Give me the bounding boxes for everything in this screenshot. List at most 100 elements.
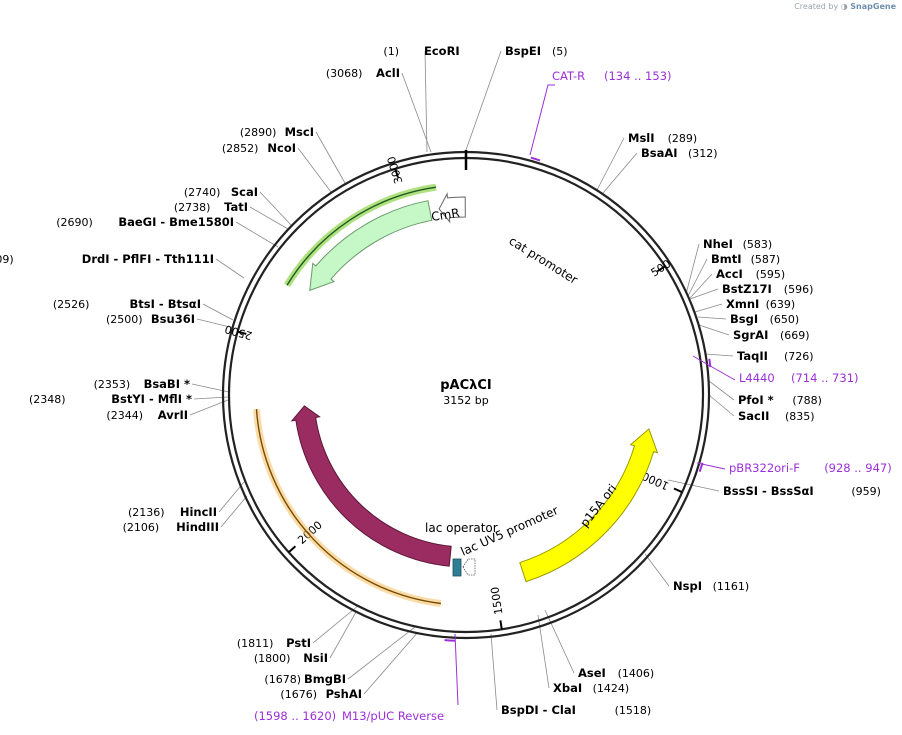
leader-line [401, 72, 432, 153]
leader-line [685, 243, 700, 295]
enzyme-name: BstYI - MflI * [111, 392, 192, 406]
leader-line [196, 318, 235, 329]
enzyme-name: EcoRI [424, 44, 460, 58]
enzyme-pos: (2740) [184, 186, 221, 199]
enzyme-pos: (1676) [280, 688, 317, 701]
primer-name: L4440 [739, 371, 775, 385]
leader-line [312, 604, 360, 644]
feature-cat-promoter-arrow [438, 192, 466, 224]
enzyme-name: AccI [716, 267, 743, 281]
enzyme-name: BsaBI * [144, 377, 190, 391]
plasmid-name: pACλCI [440, 378, 492, 393]
enzyme-name: PshAI [326, 687, 362, 701]
feature-label-lac-operator: lac operator [425, 521, 498, 535]
tick-mark-2000 [288, 545, 297, 554]
primer-range: (1598 .. 1620) [254, 709, 336, 723]
enzyme-pos: (595) [756, 268, 786, 281]
leader-line [329, 611, 357, 659]
enzyme-name: HindIII [176, 520, 219, 534]
enzyme-pos: (1800) [254, 652, 291, 665]
enzyme-name: AseI [578, 666, 606, 680]
leader-line [544, 609, 575, 674]
enzyme-pos: (788) [792, 394, 822, 407]
leader-line [708, 380, 735, 401]
primer-labels: CAT-R(134 .. 153)L4440(714 .. 731)pBR322… [254, 69, 892, 723]
leader-line [202, 303, 234, 321]
enzyme-pos: (3068) [326, 67, 363, 80]
snapgene-credit: Created by ◑ SnapGene [794, 2, 896, 11]
enzyme-pos: (5) [552, 45, 568, 58]
leader-line [689, 273, 713, 299]
enzyme-name: BstZ17I [722, 282, 772, 296]
leader-line [644, 553, 670, 587]
leader-line [189, 399, 229, 416]
leader-line [602, 152, 638, 194]
enzyme-name: PstI [286, 636, 311, 650]
leader-line [363, 631, 419, 695]
orf-line-orange [255, 409, 441, 605]
enzyme-pos: (1678) [264, 673, 301, 686]
enzyme-name: TatI [224, 200, 248, 214]
leader-line [490, 633, 498, 711]
enzyme-pos: (2609) [0, 253, 14, 266]
enzyme-pos: (2136) [128, 506, 165, 519]
enzyme-name: NheI [703, 237, 733, 251]
plasmid-length: 3152 bp [443, 394, 488, 407]
primer-range: (714 .. 731) [791, 371, 859, 385]
enzyme-name: NspI [673, 579, 702, 593]
enzyme-pos: (587) [751, 253, 781, 266]
leader-line [687, 258, 708, 297]
leader-line [235, 221, 279, 248]
enzyme-pos: (1) [383, 45, 399, 58]
enzyme-name: BspEI [505, 44, 541, 58]
leader-line [689, 288, 719, 300]
tick-mark-3000 [394, 168, 399, 178]
enzyme-pos: (2353) [94, 378, 131, 391]
enzyme-pos: (650) [770, 313, 800, 326]
leader-line [218, 481, 245, 513]
enzyme-pos: (2106) [123, 521, 160, 534]
tick-mark-500 [656, 265, 666, 273]
enzyme-name: BmtI [711, 252, 742, 266]
enzyme-name: XmnI [726, 297, 759, 311]
enzyme-pos: (583) [743, 238, 773, 251]
primer-mark-pbr322ori-f [698, 462, 704, 473]
tick-mark-1000 [673, 487, 683, 494]
enzyme-pos: (289) [668, 132, 698, 145]
credit-brand: SnapGene [850, 2, 896, 11]
tick-label-1500: 1500 [488, 586, 505, 616]
orf-line-green [286, 186, 437, 286]
enzyme-name: BsaAI [641, 146, 678, 160]
feature-cmr-arrow [309, 200, 433, 292]
enzyme-pos: (2852) [222, 142, 259, 155]
enzyme-pos: (312) [688, 147, 718, 160]
enzyme-pos: (2890) [240, 126, 277, 139]
feature-lac-operator [452, 558, 462, 577]
primer-leader [454, 633, 459, 706]
leader-line [424, 50, 428, 153]
leader-line [708, 394, 735, 417]
enzyme-pos: (2738) [174, 201, 211, 214]
leader-line [220, 495, 248, 528]
enzyme-pos: (669) [780, 329, 810, 342]
primer-range: (928 .. 947) [824, 461, 892, 475]
enzyme-pos: (1161) [713, 580, 750, 593]
primer-range: (134 .. 153) [604, 69, 672, 83]
primer-name: M13/pUC Reverse [342, 709, 444, 723]
credit-prefix: Created by [794, 2, 839, 11]
leader-line [259, 191, 293, 227]
feature-lac-uv5-promoter-arrow [462, 558, 476, 576]
enzyme-name: SgrAI [733, 328, 768, 342]
enzyme-name: BspDI - ClaI [501, 703, 576, 717]
enzyme-name: TaqII [737, 349, 768, 363]
leader-line [215, 258, 245, 279]
enzyme-leader-lines [189, 50, 735, 711]
enzyme-pos: (2500) [106, 313, 143, 326]
primer-mark-cat-r [530, 156, 541, 162]
enzyme-name: Bsu36I [151, 312, 195, 326]
leader-line [698, 324, 730, 336]
leader-line [297, 147, 332, 193]
enzyme-name: BtsI - BtsαI [130, 297, 201, 311]
enzyme-pos: (835) [785, 410, 815, 423]
